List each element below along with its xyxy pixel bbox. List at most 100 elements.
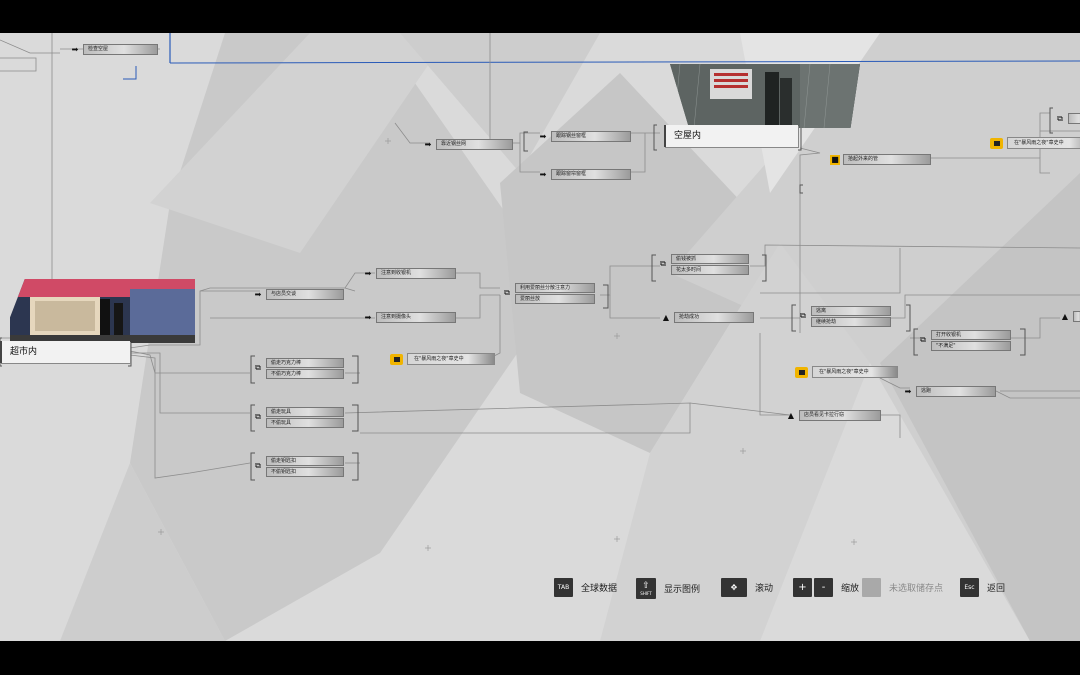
legend-label: 滚动 <box>755 584 774 594</box>
node-lean-on-door[interactable]: ➡ 靠近钢丝网 <box>423 139 513 150</box>
node-trap-2[interactable]: ⧉ 偷走玩具 不偷玩具 <box>253 407 344 429</box>
stack-icon: ⧉ <box>920 335 926 344</box>
option-label[interactable]: "不满足" <box>931 341 1011 351</box>
legend-scroll[interactable]: ✥ 滚动 <box>721 578 773 597</box>
option-label[interactable]: 利用爱丽丝分散注意力 <box>515 283 595 293</box>
node-trap-3[interactable]: ⧉ 偷走钥匙扣 不偷钥匙扣 <box>253 456 344 478</box>
chapter-supermarket[interactable]: 超市内 <box>0 341 130 363</box>
locked-square-icon: ■ <box>830 154 840 165</box>
lock-icon <box>795 366 808 378</box>
legend-label: 未选取储存点 <box>889 584 944 594</box>
chapter-empty-house[interactable]: 空屋内 <box>664 125 798 147</box>
arrow-right-icon: ➡ <box>71 45 79 54</box>
supermarket-thumbnail <box>10 279 195 343</box>
option-label[interactable]: 不偷钥匙扣 <box>266 467 344 477</box>
stack-icon: ⧉ <box>504 288 510 297</box>
tab-key-icon: TAB <box>554 578 573 597</box>
stack-icon: ⧉ <box>1057 113 1063 123</box>
node-robbery-result[interactable]: ▲ 抢劫成功 <box>661 312 754 323</box>
arrow-right-icon: ➡ <box>539 132 547 141</box>
warning-triangle-icon: ▲ <box>662 313 670 322</box>
node-notice-camera[interactable]: ➡ 注意到摄像头 <box>363 312 456 323</box>
node-label: 与店员交谈 <box>266 289 344 300</box>
option-label[interactable]: 偷走钥匙扣 <box>266 456 344 466</box>
node-hide[interactable]: ⧉ 偷钱被抓 花太多时间 <box>658 254 749 276</box>
flowchart-canvas[interactable]: 空屋内 超市内 ➡ 检查空屋 ➡ 靠近钢丝网 ➡ 跟踪钢丝窗框 ➡ 跟踪窗帘窗框… <box>0 33 1080 641</box>
node-distract[interactable]: ⧉ 利用爱丽丝分散注意力 爱丽丝放 <box>502 283 595 305</box>
locked-node-top-right[interactable]: 在"暴风雨之夜"章史中 <box>990 137 1080 149</box>
option-label[interactable]: 逃离 <box>811 306 891 316</box>
locked-node-supermarket[interactable]: 在"暴风雨之夜"章史中 <box>390 353 495 365</box>
stack-icon: ⧉ <box>660 259 666 268</box>
option-label[interactable]: 偷钱被抓 <box>671 254 749 264</box>
esc-key-icon: Esc <box>960 578 979 597</box>
node-talk-to-clerk[interactable]: ➡ 与店员交谈 <box>253 289 344 300</box>
locked-label: 在"暴风雨之夜"章史中 <box>407 353 495 365</box>
option-label[interactable]: 偷走巧克力棒 <box>266 358 344 368</box>
option-label[interactable]: 不偷巧克力棒 <box>266 369 344 379</box>
node-top-right-stack[interactable]: ⧉ <box>1055 113 1080 124</box>
legend-label: 缩放 <box>841 584 860 594</box>
stack-icon: ⧉ <box>255 412 261 421</box>
node-label: 抢劫成功 <box>674 312 754 323</box>
option-label[interactable]: 不偷玩具 <box>266 418 344 428</box>
dpad-icon: ✥ <box>721 578 747 597</box>
option-label[interactable]: 打开收银机 <box>931 330 1011 340</box>
node-right-edge-warning[interactable]: ▲ <box>1060 311 1080 322</box>
flowchart-background <box>0 33 1080 641</box>
node-label: 跟踪钢丝窗框 <box>551 131 631 142</box>
lock-icon <box>990 137 1003 149</box>
stack-icon: ⧉ <box>255 363 261 372</box>
node-break-right-window[interactable]: ➡ 跟踪窗帘窗框 <box>538 169 631 180</box>
option-label[interactable]: 花太多时间 <box>671 265 749 275</box>
legend-global-data[interactable]: TAB 全球数据 <box>554 578 617 597</box>
node-label <box>1068 113 1080 124</box>
arrow-right-icon: ➡ <box>254 290 262 299</box>
stack-icon: ⧉ <box>255 461 261 470</box>
legend-label: 返回 <box>987 584 1006 594</box>
node-label: 检查空屋 <box>83 44 158 55</box>
node-label: 逃跑 <box>916 386 996 397</box>
chapter-title: 超市内 <box>10 347 38 357</box>
arrow-right-icon: ➡ <box>364 313 372 322</box>
option-label[interactable]: 偷走玩具 <box>266 407 344 417</box>
node-label: 店员看见卡拉行窃 <box>799 410 881 421</box>
node-label: 注意到收银机 <box>376 268 456 279</box>
legend-unselected-save: 未选取储存点 <box>862 578 943 597</box>
legend-label: 显示图例 <box>664 585 701 595</box>
option-label[interactable]: 爱丽丝放 <box>515 294 595 304</box>
legend-back[interactable]: Esc 返回 <box>960 578 1005 597</box>
arrow-right-icon: ➡ <box>904 387 912 396</box>
save-point-icon <box>862 578 881 597</box>
node-label: 跟踪窗帘窗框 <box>551 169 631 180</box>
node-open-register[interactable]: ⧉ 打开收银机 "不满足" <box>918 330 1011 352</box>
stack-icon: ⧉ <box>800 311 806 320</box>
letterbox-top <box>0 0 1080 33</box>
arrow-right-icon: ➡ <box>364 269 372 278</box>
locked-node-middle-right[interactable]: 在"暴风雨之夜"章史中 <box>795 366 898 378</box>
store-scene-image <box>10 279 195 343</box>
legend-label: 全球数据 <box>581 584 618 594</box>
node-surrender[interactable]: ⧉ 逃离 继续抢劫 <box>798 306 891 328</box>
arrow-right-icon: ➡ <box>539 170 547 179</box>
node-caught-by-guard[interactable]: ▲ 店员看见卡拉行窃 <box>786 410 881 421</box>
legend-show-legend[interactable]: ⇧ SHIFT 显示图例 <box>636 578 700 599</box>
warning-triangle-icon: ▲ <box>1061 312 1069 321</box>
node-check-surroundings[interactable]: ➡ 检查空屋 <box>70 44 158 55</box>
node-label <box>1073 311 1080 322</box>
option-label[interactable]: 继续抢劫 <box>811 317 891 327</box>
empty-house-thumbnail <box>670 64 860 128</box>
node-waiting-for-help[interactable]: ■ 拾起外来的管 <box>830 154 931 165</box>
node-label: 靠近钢丝网 <box>436 139 513 150</box>
zoom-plus-icon: + <box>793 578 812 597</box>
node-notice-cashier[interactable]: ➡ 注意到收银机 <box>363 268 456 279</box>
legend-zoom[interactable]: + - 缩放 <box>793 578 859 597</box>
node-trap-1[interactable]: ⧉ 偷走巧克力棒 不偷巧克力棒 <box>253 358 344 380</box>
letterbox-bottom <box>0 641 1080 675</box>
warning-triangle-icon: ▲ <box>787 411 795 420</box>
locked-label: 在"暴风雨之夜"章史中 <box>1007 137 1080 149</box>
node-ralph[interactable]: ➡ 逃跑 <box>903 386 996 397</box>
node-break-left-window[interactable]: ➡ 跟踪钢丝窗框 <box>538 131 631 142</box>
locked-label: 在"暴风雨之夜"章史中 <box>812 366 898 378</box>
lock-icon <box>390 353 403 365</box>
